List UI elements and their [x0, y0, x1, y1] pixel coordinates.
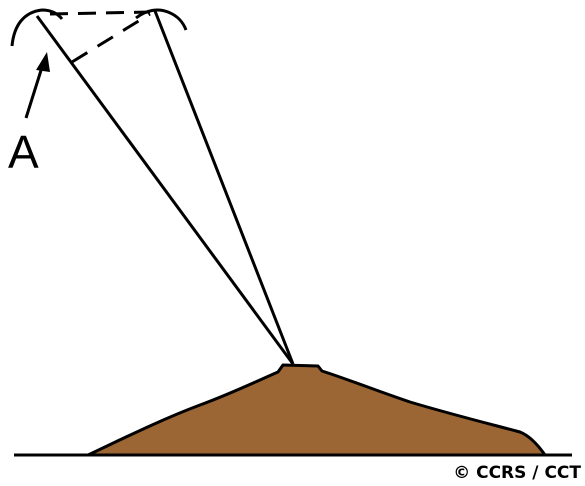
beam-ray-2 [153, 10, 295, 365]
dashed-range-line [71, 12, 151, 64]
arrow-shaft [24, 63, 45, 119]
dashed-flight-path [49, 10, 151, 16]
arrow-head-icon [36, 52, 50, 72]
beam-ray-1 [35, 15, 295, 365]
label-a: A [8, 126, 39, 178]
terrain-hill [86, 363, 547, 457]
copyright-credit: © CCRS / CCT [453, 463, 581, 483]
